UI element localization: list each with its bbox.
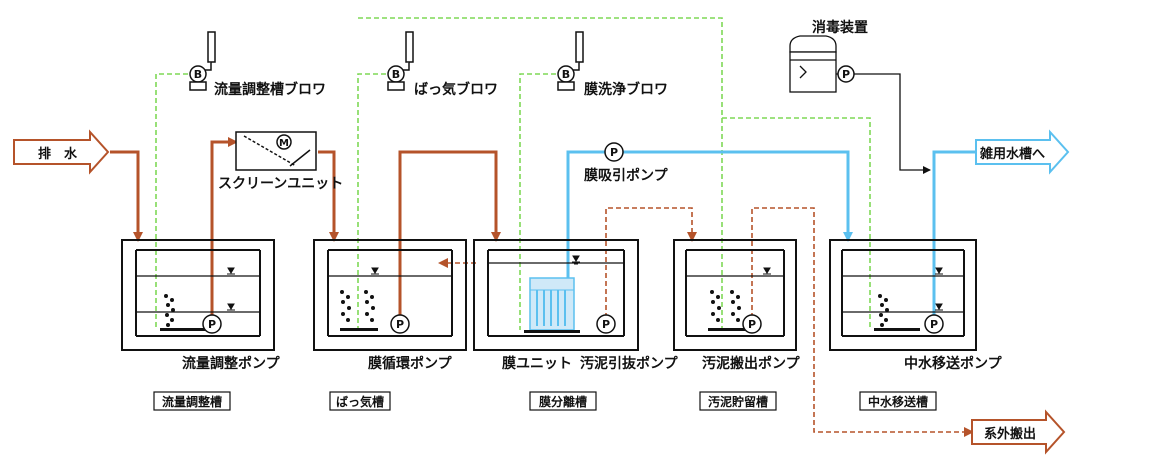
sludge-out-pump-label: 汚泥搬出ポンプ — [702, 355, 801, 372]
pump-symbol: P — [610, 146, 618, 159]
offsite-arrow — [971, 409, 1066, 455]
pump-symbol: P — [842, 68, 850, 81]
tank-name: 流量調整槽 — [162, 394, 222, 409]
blower-symbols: B B B — [194, 68, 570, 81]
to-reuse-tank-arrow — [975, 129, 1070, 175]
tank-flow-equalization — [121, 239, 275, 351]
pump-symbols: P P P P P P P — [208, 68, 938, 331]
bubbles-reclaimed-tank — [874, 294, 920, 331]
disinfection-device — [789, 35, 838, 93]
water-lines — [566, 150, 976, 318]
sludge-lines — [110, 137, 501, 318]
screen-unit-label: スクリーンユニット — [218, 176, 343, 192]
membrane-wash-blower-label: 膜洗浄ブロワ — [584, 81, 668, 98]
flow-blower-label: 流量調整槽ブロワ — [214, 81, 326, 98]
bubbles-aeration-tank — [340, 290, 378, 331]
reclaimed-pump-label: 中水移送ポンプ — [904, 355, 1003, 372]
tank-name: 膜分離槽 — [539, 394, 587, 409]
disinfection-line — [850, 73, 931, 174]
bubbles-flow-tank — [160, 294, 206, 331]
pump-icon — [202, 65, 944, 334]
inflow-label: 排 水 — [38, 146, 78, 162]
svg-text:B: B — [392, 68, 400, 81]
pump-symbol: P — [602, 318, 610, 331]
water-level-markers — [227, 255, 943, 313]
tank-name: 中水移送槽 — [868, 394, 928, 409]
pump-symbol: P — [748, 318, 756, 331]
tank-membrane-separation — [473, 239, 639, 351]
tank-name-boxes — [153, 391, 937, 411]
tank-name: 汚泥貯留槽 — [708, 394, 768, 409]
pump-symbol: P — [930, 318, 938, 331]
motor-symbol: M — [279, 138, 289, 149]
air-lines — [155, 17, 871, 330]
sludge-extract-pump-label: 汚泥引抜ポンプ — [580, 355, 679, 372]
disinfection-label: 消毒装置 — [812, 19, 868, 36]
svg-text:B: B — [562, 68, 570, 81]
tank-reclaimed-water — [829, 239, 977, 351]
tank-aeration — [313, 239, 467, 351]
flow-pump-label: 流量調整ポンプ — [182, 355, 281, 372]
suction-pump-label: 膜吸引ポンプ — [584, 167, 669, 184]
tank-sludge-storage — [673, 239, 797, 351]
tank-name: ばっ気槽 — [336, 394, 384, 409]
bubbles-sludge-tank — [708, 290, 746, 331]
blower-icons — [189, 31, 584, 91]
to-reuse-tank-label: 雑用水槽へ — [979, 146, 1045, 162]
membrane-unit-module — [524, 277, 580, 333]
circulation-pump-label: 膜循環ポンプ — [368, 355, 453, 372]
svg-text:B: B — [194, 68, 202, 81]
screen-unit — [235, 131, 317, 171]
pump-symbol: P — [396, 318, 404, 331]
pump-symbol: P — [208, 318, 216, 331]
sludge-dashed-lines — [438, 207, 974, 437]
membrane-unit-label: 膜ユニット — [502, 355, 572, 372]
aeration-blower-label: ばっ気ブロワ — [414, 81, 498, 98]
offsite-label: 系外搬出 — [984, 426, 1036, 442]
inflow-arrow — [13, 129, 110, 175]
